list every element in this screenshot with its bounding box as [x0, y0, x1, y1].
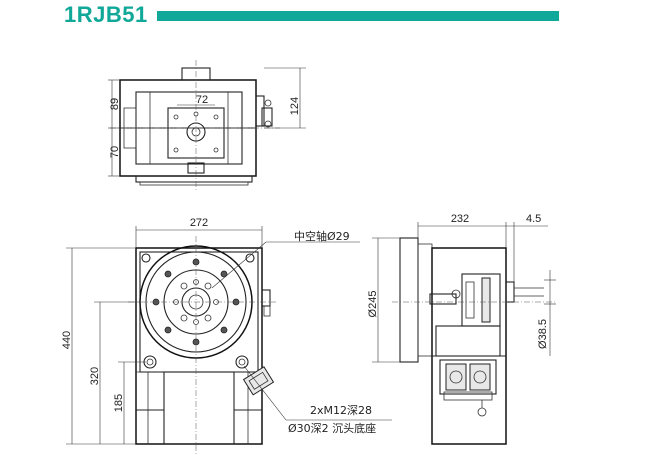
- dim-side-38-5: Ø38.5: [537, 319, 549, 349]
- dim-top-89: 89: [109, 98, 121, 110]
- dim-top-70: 70: [109, 146, 121, 158]
- side-view: 232 4.5 Ø245 Ø38.5: [367, 213, 556, 445]
- dim-front-185: 185: [113, 394, 125, 412]
- model-title: 1RJB51: [64, 2, 148, 27]
- dim-front-320: 320: [89, 367, 101, 385]
- header-accent-bar: [157, 11, 559, 21]
- note-thread: 2xM12深28: [310, 404, 372, 417]
- dim-front-272: 272: [190, 217, 208, 229]
- dim-side-232: 232: [451, 213, 469, 225]
- top-view: 89 70 72 124: [108, 60, 306, 192]
- dim-top-124: 124: [289, 97, 301, 115]
- note-hollow-shaft: 中空轴Ø29: [294, 229, 350, 243]
- dim-side-245: Ø245: [367, 291, 379, 318]
- dim-top-72: 72: [196, 94, 208, 106]
- front-view: 272 440 320 185 中空轴Ø29 2xM12深28 Ø30深2 沉头…: [61, 217, 392, 456]
- note-counterbore: Ø30深2 沉头底座: [288, 421, 376, 435]
- dim-side-4-5: 4.5: [526, 213, 541, 225]
- dim-front-440: 440: [61, 331, 73, 349]
